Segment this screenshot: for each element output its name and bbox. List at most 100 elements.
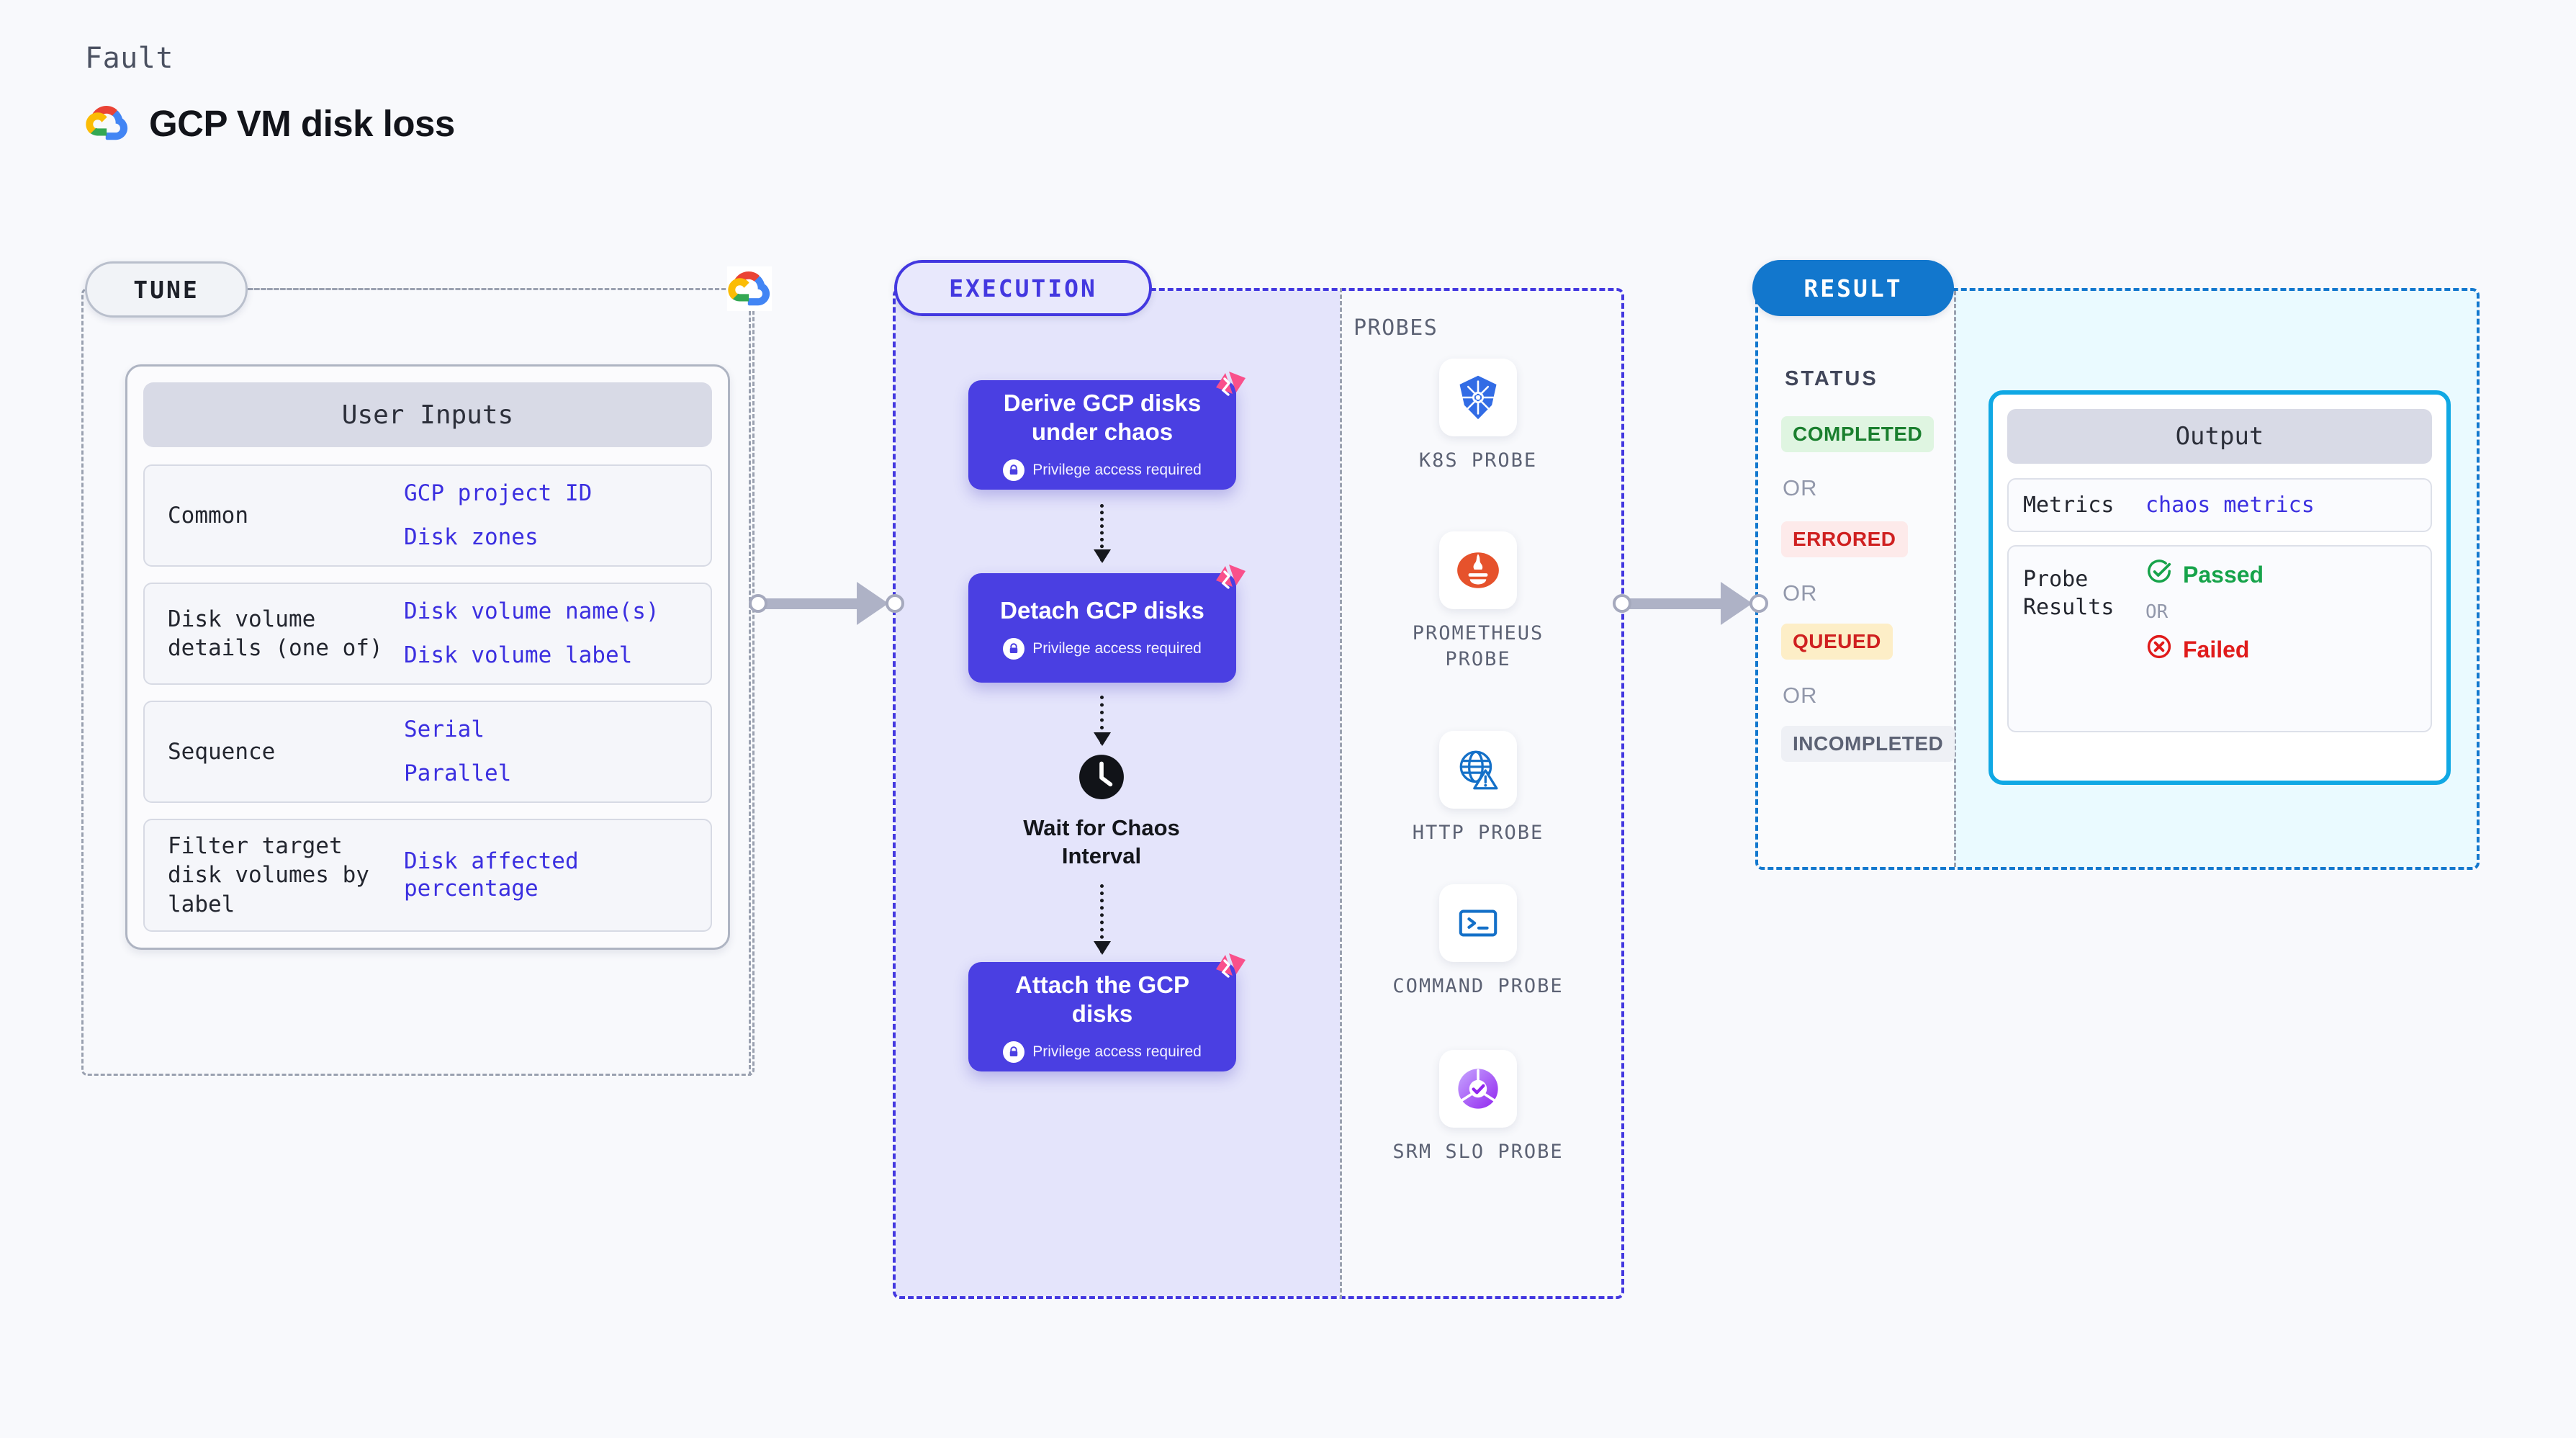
metrics-value[interactable]: chaos metrics <box>2145 493 2315 518</box>
page-title: GCP VM disk loss <box>149 102 455 144</box>
status-badge: QUEUED <box>1781 624 1893 660</box>
prometheus-icon <box>1439 531 1517 609</box>
input-value[interactable]: Disk volume name(s) <box>404 598 659 625</box>
privilege-text: Privilege access required <box>1032 1043 1202 1061</box>
lock-icon <box>1003 1041 1025 1064</box>
probe-item-http[interactable]: HTTP PROBE <box>1384 731 1572 846</box>
probe-item-srm-slo[interactable]: SRM SLO PROBE <box>1384 1050 1572 1165</box>
page-title-row: GCP VM disk loss <box>85 101 455 145</box>
connector-arrowhead-icon <box>857 582 888 625</box>
result-section-label[interactable]: RESULT <box>1752 260 1954 316</box>
connector-start-dot <box>1613 594 1631 613</box>
execution-section-label[interactable]: EXECUTION <box>894 260 1152 316</box>
privilege-text: Privilege access required <box>1032 640 1202 657</box>
probe-item-prometheus[interactable]: PROMETHEUS PROBE <box>1384 531 1572 673</box>
wait-node-label: Wait for Chaos Interval <box>1023 815 1180 868</box>
http-globe-icon <box>1439 731 1517 809</box>
result-zone <box>1755 288 2480 870</box>
probe-results-label: Probe Results <box>2023 567 2115 620</box>
input-row-label: Sequence <box>168 738 276 765</box>
input-row-values: GCP project ID Disk zones <box>404 480 592 552</box>
lock-icon <box>1003 459 1025 482</box>
srm-slo-icon <box>1439 1050 1517 1128</box>
probes-zone <box>1340 288 1624 1299</box>
table-row: Disk volume details (one of) Disk volume… <box>143 583 712 685</box>
execution-step-card[interactable]: Attach the GCP disks Privilege access re… <box>968 953 1246 1071</box>
table-row: Probe Results Passed OR <box>2007 545 2432 732</box>
flow-arrow-down <box>1094 504 1111 563</box>
x-circle-icon <box>2145 633 2173 666</box>
gcp-logo-icon <box>85 101 130 145</box>
flow-arrow-down <box>1094 696 1111 746</box>
status-badge: ERRORED <box>1781 521 1908 557</box>
privilege-note: Privilege access required <box>1003 459 1202 482</box>
failed-text: Failed <box>2183 636 2250 662</box>
chaos-fault-icon <box>1207 562 1248 602</box>
chaos-fault-icon <box>1207 369 1248 409</box>
tune-gcp-logo-icon <box>727 266 772 311</box>
execution-step-card[interactable]: Derive GCP disks under chaos Privilege a… <box>968 372 1246 490</box>
connector-bar <box>765 598 863 609</box>
input-value[interactable]: Disk volume label <box>404 642 633 668</box>
tune-section-label[interactable]: TUNE <box>85 261 248 318</box>
input-row-label: Filter target disk volumes by label <box>168 833 369 917</box>
connector-arrowhead-icon <box>1721 582 1752 625</box>
connector-end-dot <box>1749 594 1768 613</box>
lock-icon <box>1003 638 1025 660</box>
status-badge: INCOMPLETED <box>1781 726 1955 762</box>
table-row: Filter target disk volumes by label Disk… <box>143 819 712 932</box>
metrics-label: Metrics <box>2023 493 2115 518</box>
input-row-values: Serial Parallel <box>404 716 511 788</box>
wait-for-chaos-node: Wait for Chaos Interval <box>1015 753 1188 871</box>
probe-label: K8S PROBE <box>1418 449 1538 472</box>
step-title: Attach the GCP disks <box>1014 971 1190 1027</box>
execution-zone <box>893 288 1624 1299</box>
connector-start-dot <box>749 594 767 613</box>
step-title: Detach GCP disks <box>1000 596 1204 624</box>
clock-icon <box>1078 753 1125 804</box>
connector-bar <box>1629 598 1726 609</box>
privilege-note: Privilege access required <box>1003 1041 1202 1064</box>
flow-arrow-down <box>1094 884 1111 955</box>
step-title: Derive GCP disks under chaos <box>1003 389 1202 445</box>
input-value[interactable]: Parallel <box>404 760 512 786</box>
input-row-label: Common <box>168 502 248 529</box>
input-value[interactable]: Serial <box>404 716 485 743</box>
input-value[interactable]: Disk affected percentage <box>404 848 579 902</box>
input-value[interactable]: GCP project ID <box>404 480 593 507</box>
output-card: Output Metrics chaos metrics Probe Resul… <box>1989 390 2451 785</box>
probe-item-k8s[interactable]: K8S PROBE <box>1384 359 1572 474</box>
probe-result-or: OR <box>2145 601 2169 623</box>
status-or: OR <box>1783 683 1818 708</box>
status-or: OR <box>1783 580 1818 606</box>
input-row-values: Disk volume name(s) Disk volume label <box>404 598 659 670</box>
tune-to-execution-connector <box>749 582 904 625</box>
probe-label: HTTP PROBE <box>1412 822 1544 844</box>
probe-result-passed: Passed <box>2145 558 2264 591</box>
status-title: STATUS <box>1785 367 1878 390</box>
execution-step-card[interactable]: Detach GCP disks Privilege access requir… <box>968 565 1246 683</box>
tune-dashed-connector <box>248 288 739 290</box>
execution-to-result-connector <box>1613 582 1768 625</box>
connector-end-dot <box>886 594 904 613</box>
user-inputs-card: User Inputs Common GCP project ID Disk z… <box>125 364 730 950</box>
input-row-label: Disk volume details (one of) <box>168 606 383 661</box>
result-status-background <box>1758 291 1954 867</box>
passed-text: Passed <box>2183 561 2264 588</box>
terminal-icon <box>1439 884 1517 962</box>
table-row: Sequence Serial Parallel <box>143 701 712 803</box>
input-row-values: Disk affected percentage <box>404 848 696 904</box>
check-circle-icon <box>2145 558 2173 591</box>
status-or: OR <box>1783 475 1818 500</box>
probes-title: PROBES <box>1354 315 1438 341</box>
probe-label: COMMAND PROBE <box>1392 975 1564 997</box>
page-kicker: Fault <box>85 42 174 75</box>
user-inputs-title: User Inputs <box>143 382 712 447</box>
chaos-fault-icon <box>1207 951 1248 991</box>
probe-item-command[interactable]: COMMAND PROBE <box>1384 884 1572 999</box>
input-value[interactable]: Disk zones <box>404 524 539 550</box>
result-divider <box>1954 291 1956 867</box>
tune-provider-vertical-line <box>749 311 751 1076</box>
probe-label: SRM SLO PROBE <box>1392 1141 1564 1163</box>
